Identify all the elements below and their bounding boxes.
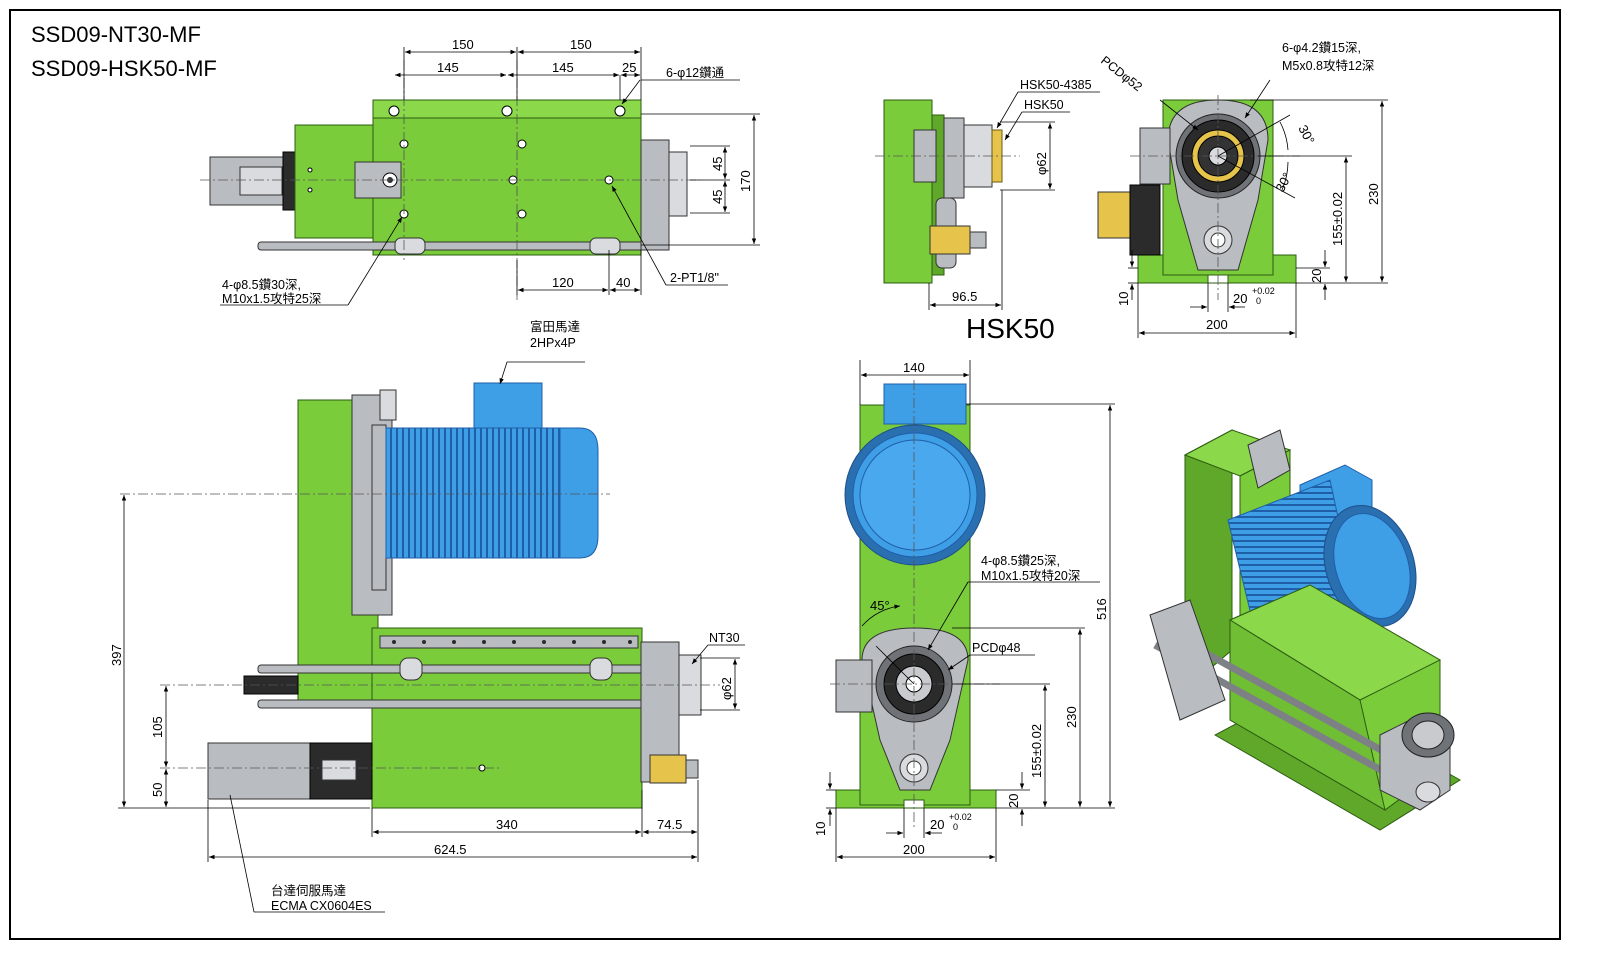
dim-397: 397 (109, 644, 124, 666)
dim-150-b: 150 (570, 37, 592, 52)
hsk-dim-20-h: 20 (1233, 291, 1247, 306)
dim-105: 105 (150, 716, 165, 738)
front-view: 140 45° 4-φ8.5鑽25深, M10x1.5攻特20深 PCDφ48 … (813, 360, 1115, 862)
dim-140: 140 (903, 360, 925, 375)
dim-145-b: 145 (552, 60, 574, 75)
front-tap-1: 4-φ8.5鑽25深, (981, 553, 1060, 568)
motor-label-2: 2HPx4P (530, 336, 576, 350)
front-dim-20-h: 20 (930, 817, 944, 832)
side-servo-motor (207, 742, 311, 800)
motor-label-1: 富田馬達 (530, 319, 581, 334)
hsk-holes-2: M5x0.8攻特12深 (1282, 58, 1374, 73)
front-pcd-48: PCDφ48 (972, 641, 1020, 655)
hsk-angle-30-a: 30° (1295, 122, 1317, 146)
side-slide-block (371, 627, 643, 809)
hsk-tol-dn: 0 (1256, 296, 1261, 306)
side-view: 富田馬達 2HPx4P NT30 φ62 397 105 50 340 74.5… (109, 319, 745, 913)
model-title-hsk50: SSD09-HSK50-MF (31, 56, 217, 81)
dim-40: 40 (616, 275, 630, 290)
servo-label-2: ECMA CX0604ES (271, 899, 372, 913)
front-dim-230: 230 (1064, 706, 1079, 728)
servo-label-1: 台達伺服馬達 (271, 883, 347, 898)
dim-74-5: 74.5 (657, 817, 682, 832)
side-dia-62: φ62 (719, 677, 734, 700)
front-tol-up: +0.02 (949, 812, 972, 822)
hsk-dim-10: 10 (1116, 292, 1131, 306)
note-tap-1: 4-φ8.5鑽30深, (222, 277, 301, 292)
top-view: 150 150 145 145 25 6-φ12鑽通 45 45 170 120… (200, 37, 760, 306)
dim-45-b: 45 (710, 190, 725, 204)
note-tap-2: M10x1.5攻特25深 (222, 291, 321, 306)
dim-25: 25 (622, 60, 636, 75)
front-dim-20-v: 20 (1006, 794, 1021, 808)
front-tol-dn: 0 (953, 822, 958, 832)
dim-170: 170 (738, 170, 753, 192)
hsk-pcd-52: PCDφ52 (1098, 53, 1145, 94)
dim-120: 120 (552, 275, 574, 290)
hsk-dia-62: φ62 (1034, 152, 1049, 175)
top-slide-block (372, 99, 642, 256)
top-spindle-flange (640, 139, 670, 251)
hsk-tol-up: +0.02 (1252, 286, 1275, 296)
front-tap-2: M10x1.5攻特20深 (981, 568, 1080, 583)
dim-145-a: 145 (437, 60, 459, 75)
hsk-label-4385: HSK50-4385 (1020, 78, 1092, 92)
hsk-holes-1: 6-φ4.2鑽15深, (1282, 40, 1361, 55)
dim-50: 50 (150, 783, 165, 797)
dim-96-5: 96.5 (952, 289, 977, 304)
side-motor-terminal-box (473, 382, 543, 432)
hsk-dim-200: 200 (1206, 317, 1228, 332)
dim-340: 340 (496, 817, 518, 832)
model-title-nt30: SSD09-NT30-MF (31, 22, 201, 47)
hsk-side-view: HSK50-4385 HSK50 φ62 96.5 (875, 78, 1100, 310)
dim-624-5: 624.5 (434, 842, 467, 857)
front-angle-45: 45° (870, 598, 890, 613)
nt30-label: NT30 (709, 631, 740, 645)
side-motor-body (385, 427, 567, 559)
front-dim-200: 200 (903, 842, 925, 857)
hsk50-view-label: HSK50 (966, 313, 1055, 344)
note-holes-through: 6-φ12鑽通 (666, 65, 725, 80)
hsk-front-view: PCDφ52 6-φ4.2鑽15深, M5x0.8攻特12深 30° 30° 1… (1097, 40, 1388, 338)
hsk-dim-155: 155±0.02 (1330, 192, 1345, 246)
dim-150-a: 150 (452, 37, 474, 52)
note-pt: 2-PT1/8" (670, 271, 719, 285)
drawing-frame (9, 9, 1561, 940)
hsk-dim-230: 230 (1366, 183, 1381, 205)
front-dim-10: 10 (813, 822, 828, 836)
hsk-label-50: HSK50 (1024, 98, 1064, 112)
dim-516: 516 (1094, 598, 1109, 620)
isometric-render (1149, 429, 1461, 831)
front-dim-155: 155±0.02 (1029, 724, 1044, 778)
hsk-angle-30-b: 30° (1272, 170, 1294, 194)
dim-45-a: 45 (710, 157, 725, 171)
hsk-dim-20-v: 20 (1309, 269, 1324, 283)
